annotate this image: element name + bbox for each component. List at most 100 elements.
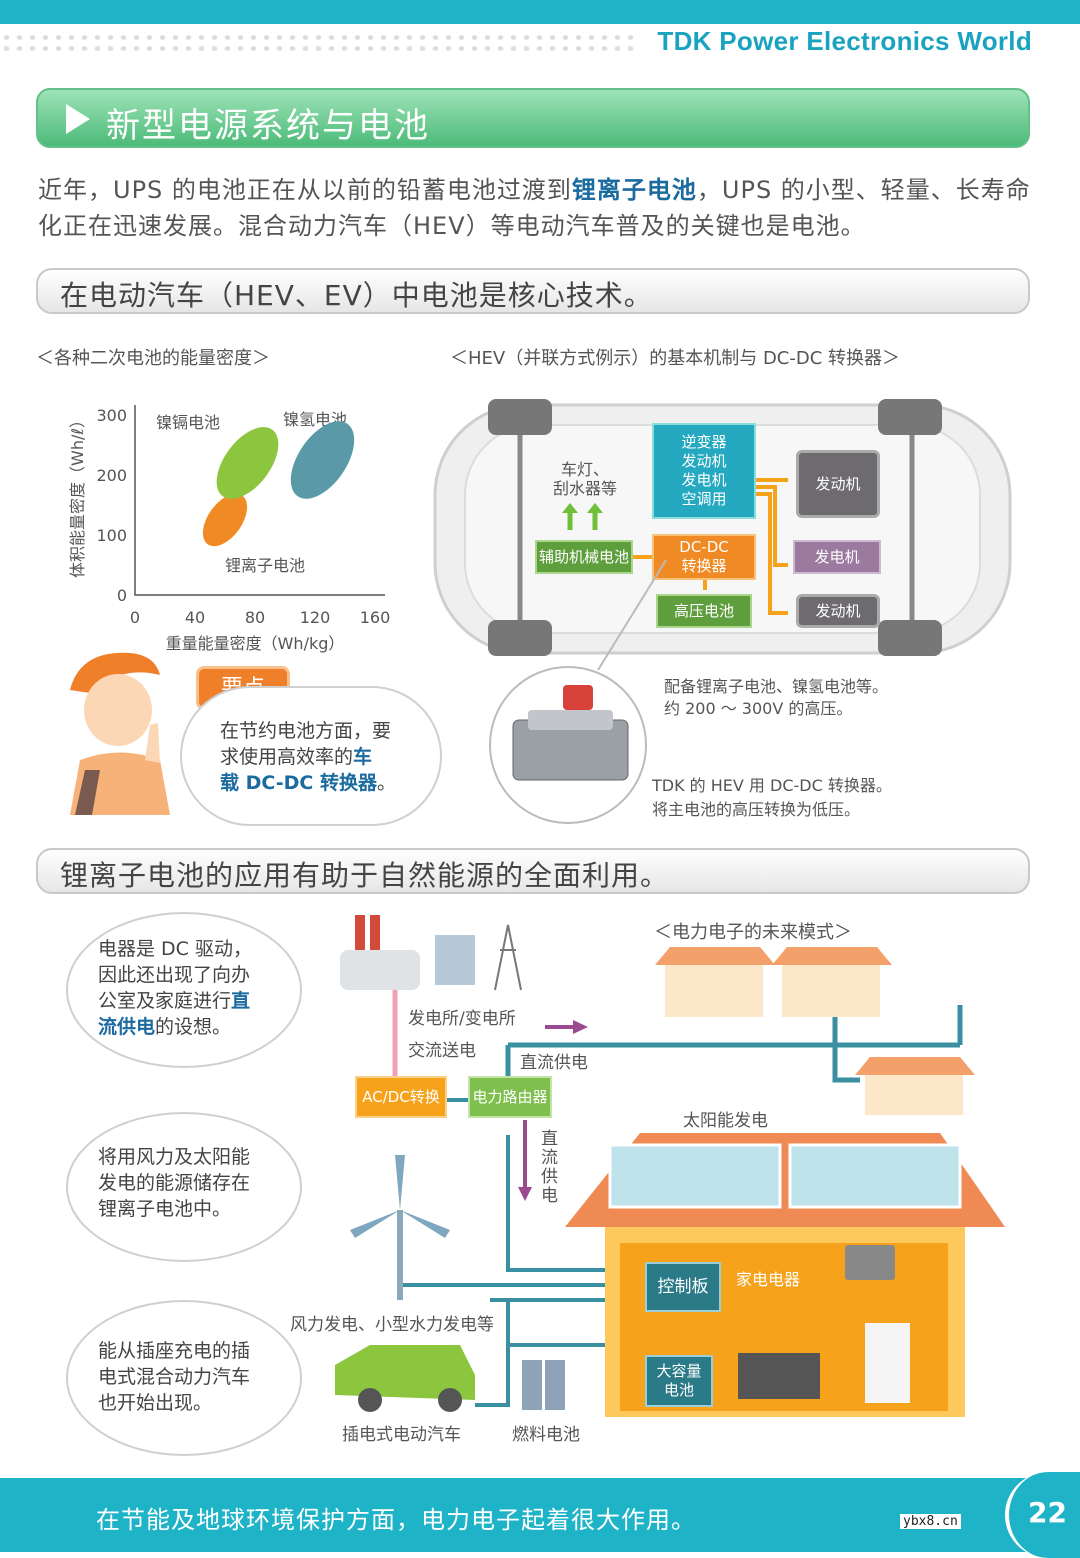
x-axis-label: 重量能量密度（Wh/kg） (166, 634, 345, 653)
x-tick-label: 40 (185, 608, 205, 627)
wheel-icon (878, 399, 942, 435)
intro-highlight: 锂离子电池 (571, 176, 697, 204)
inverter-label: 逆变器发动机发电机空调用 (681, 433, 727, 508)
phev-label: 插电式电动汽车 (342, 1425, 461, 1445)
converter-top-icon (528, 710, 613, 730)
dcdc-photo (489, 560, 667, 824)
lights-label: 车灯、刮水器等 (552, 460, 617, 498)
dc-vertical-label: 直流供电 (541, 1129, 558, 1206)
footer-bar: 在节能及地球环境保护方面，电力电子起着很大作用。 ybx8.cn 22 (0, 1472, 1080, 1558)
wheel-icon (488, 620, 552, 656)
power-lines (755, 478, 788, 615)
y-tick-label: 300 (96, 406, 127, 425)
hv-battery-box: 高压电池 (656, 594, 752, 628)
pointer-line (597, 560, 667, 671)
bubble-dc-text: 电器是 DC 驱动，因此还出现了向办公室及家庭进行直流供电的设想。 (98, 938, 252, 1038)
inverter-box: 逆变器发动机发电机空调用 (652, 423, 756, 519)
dcdc-note: TDK 的 HEV 用 DC-DC 转换器。将主电池的高压转换为低压。 (652, 776, 892, 819)
tv-icon (738, 1353, 820, 1399)
fuel-cell-icon (545, 1360, 565, 1410)
chimney-icon (355, 915, 365, 960)
page-title: 新型电源系统与电池 (106, 106, 430, 146)
solar-house-icon (655, 947, 975, 1115)
x-tick-label: 120 (300, 608, 331, 627)
tip-text: 在节约电池方面，要求使用高效率的车载 DC-DC 转换器。 (220, 720, 396, 794)
intro-paragraph: 近年，UPS 的电池正在从以前的铅蓄电池过渡到锂离子电池，UPS 的小型、轻量、… (38, 172, 1038, 244)
laptop-icon (845, 1245, 895, 1280)
arrow-head-down-icon (518, 1187, 532, 1201)
up-arrows-icon (567, 510, 598, 530)
wheel-icon (358, 1388, 382, 1412)
appliance-label: 家电电器 (736, 1270, 801, 1289)
wheel-icon (878, 620, 942, 656)
arrow-head-right-icon (573, 1020, 588, 1034)
intro-text-end: ，UPS 的小型、轻量、长寿命 (696, 176, 1031, 204)
series-blob (202, 493, 248, 547)
brand-title: TDK Power Electronics World (657, 26, 1032, 56)
x-tick-label: 80 (245, 608, 265, 627)
x-tick-label: 0 (130, 608, 140, 627)
play-triangle-icon (66, 104, 90, 134)
chart-axes (134, 405, 385, 596)
tip-bubble (180, 686, 442, 826)
fuel-cell-icon (522, 1360, 542, 1410)
energy-density-chart: 0 40 80 120 160 0 100 200 300 重量能量密度（Wh/kg） 体积能量密度… (68, 405, 391, 653)
dc-supply-lines (505, 1005, 963, 1090)
footer-text: 在节能及地球环境保护方面，电力电子起着很大作用。 (96, 1506, 696, 1534)
arm-icon (75, 770, 100, 815)
ac-label: 交流送电 (408, 1041, 476, 1061)
shirt-icon (70, 752, 170, 815)
chimney-icon (370, 915, 380, 960)
chart-caption: ＜各种二次电池的能量密度＞ (36, 348, 270, 369)
dot-pattern (0, 32, 640, 54)
bubble-phev-text: 能从插座充电的插电式混合动力汽车也开始出现。 (98, 1340, 251, 1414)
face-icon (84, 674, 152, 746)
power-station-icon (340, 950, 420, 990)
cap-icon (70, 652, 160, 693)
section1-heading: 在电动汽车（HEV、EV）中电池是核心技术。 (60, 279, 653, 312)
storage-battery-box: 大容量电池 (645, 1355, 713, 1407)
battery-note: 配备锂离子电池、镍氢电池等。约 200 ～ 300V 的高压。 (664, 677, 889, 718)
pylon-icon (494, 924, 522, 991)
section2-heading-bar: 锂离子电池的应用有助于自然能源的全面利用。 (36, 848, 1030, 894)
control-board-box: 控制板 (645, 1262, 721, 1312)
bubble-storage (66, 1112, 302, 1262)
series-label: 镍镉电池 (156, 413, 220, 432)
y-tick-label: 0 (117, 586, 127, 605)
character-illustration (70, 652, 170, 815)
aux-battery-box: 辅助机械电池 (535, 540, 633, 574)
generator-box: 发电机 (793, 540, 881, 574)
bubble-storage-text: 将用风力及太阳能发电的能源储存在锂离子电池中。 (98, 1146, 251, 1220)
solar-panel-icon (608, 1143, 782, 1209)
page-number: 22 (1028, 1496, 1067, 1529)
series-label: 锂离子电池 (225, 556, 305, 575)
fridge-icon (865, 1323, 910, 1403)
finger-icon (145, 723, 160, 763)
intro-text-2: 化正在迅速发展。混合动力汽车（HEV）等电动汽车普及的关键也是电池。 (38, 212, 866, 240)
engine-box-1: 发动机 (796, 450, 880, 518)
turbine-blades-icon (350, 1155, 450, 1238)
series-blob (290, 421, 355, 499)
x-tick-label: 160 (360, 608, 391, 627)
series-blob (216, 427, 279, 499)
y-tick-label: 200 (96, 466, 127, 485)
arrow-heads-icon (562, 503, 603, 513)
top-bar (0, 0, 1080, 24)
page-title-banner: 新型电源系统与电池 (36, 88, 1030, 148)
dc-supply-label: 直流供电 (520, 1053, 588, 1073)
power-grid-diagram (335, 915, 1005, 1417)
solar-panel-icon (788, 1143, 962, 1209)
solar-label: 太阳能发电 (683, 1111, 768, 1131)
wind-label: 风力发电、小型水力发电等 (290, 1315, 494, 1335)
y-tick-label: 100 (96, 526, 127, 545)
diagram-caption: ＜HEV（并联方式例示）的基本机制与 DC-DC 转换器＞ (450, 348, 901, 369)
substation-icon (435, 935, 475, 985)
y-axis-label: 体积能量密度（Wh/ℓ） (68, 412, 87, 578)
phev-car-icon (335, 1345, 475, 1400)
station-label: 发电所/变电所 (408, 1009, 516, 1029)
bubble-dc (66, 912, 302, 1068)
bubble-phev (66, 1300, 302, 1456)
fuel-cell-label: 燃料电池 (512, 1425, 580, 1445)
future-caption: ＜电力电子的未来模式＞ (654, 922, 852, 943)
